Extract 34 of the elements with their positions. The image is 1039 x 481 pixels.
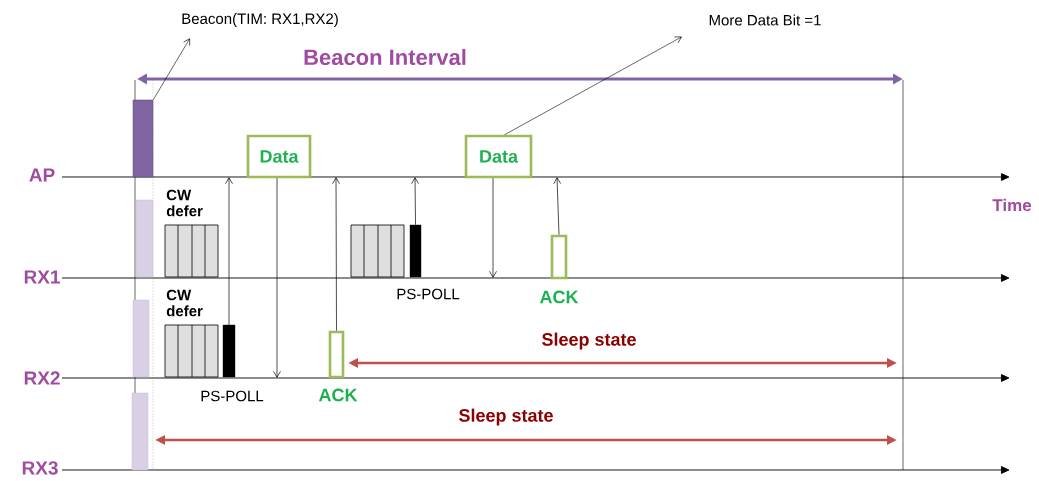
dimension-label: Beacon Interval bbox=[304, 48, 466, 66]
beacon-bar bbox=[131, 392, 149, 471]
arrow bbox=[332, 177, 340, 332]
beacon-bar bbox=[135, 199, 154, 278]
duration-label: Sleep state bbox=[542, 332, 636, 350]
ack-box bbox=[550, 234, 568, 280]
annotation-text: More Data Bit =1 bbox=[709, 14, 821, 26]
beacon-bar bbox=[132, 99, 154, 178]
frame-label: PS-POLL bbox=[397, 288, 460, 300]
lane-label: AP bbox=[29, 168, 55, 182]
axis-label: Time bbox=[992, 198, 1032, 212]
arrow bbox=[553, 177, 562, 236]
frame-label: ACK bbox=[318, 388, 358, 402]
frame-label: ACK bbox=[539, 290, 579, 304]
ps-poll-bar bbox=[222, 324, 236, 378]
frame-label: PS-POLL bbox=[201, 390, 264, 402]
annotation-text: Beacon(TIM: RX1,RX2) bbox=[182, 13, 338, 27]
lane-label: RX3 bbox=[22, 461, 58, 475]
leader-line bbox=[152, 38, 190, 101]
backoff-label: CW defer bbox=[166, 289, 203, 317]
ack-box bbox=[328, 330, 345, 379]
data-box: Data bbox=[246, 134, 312, 179]
backoff-label: CW defer bbox=[166, 189, 203, 217]
arrow bbox=[273, 177, 281, 378]
duration-label: Sleep state bbox=[459, 408, 553, 426]
arrow bbox=[489, 177, 497, 278]
lane-label: RX1 bbox=[24, 270, 60, 284]
data-box: Data bbox=[464, 134, 533, 179]
lane-label: RX2 bbox=[24, 371, 60, 385]
beacon-bar bbox=[132, 299, 150, 378]
ps-poll-bar bbox=[409, 224, 422, 278]
arrow bbox=[411, 177, 419, 226]
arrow bbox=[225, 177, 233, 326]
leader-line bbox=[504, 36, 682, 135]
